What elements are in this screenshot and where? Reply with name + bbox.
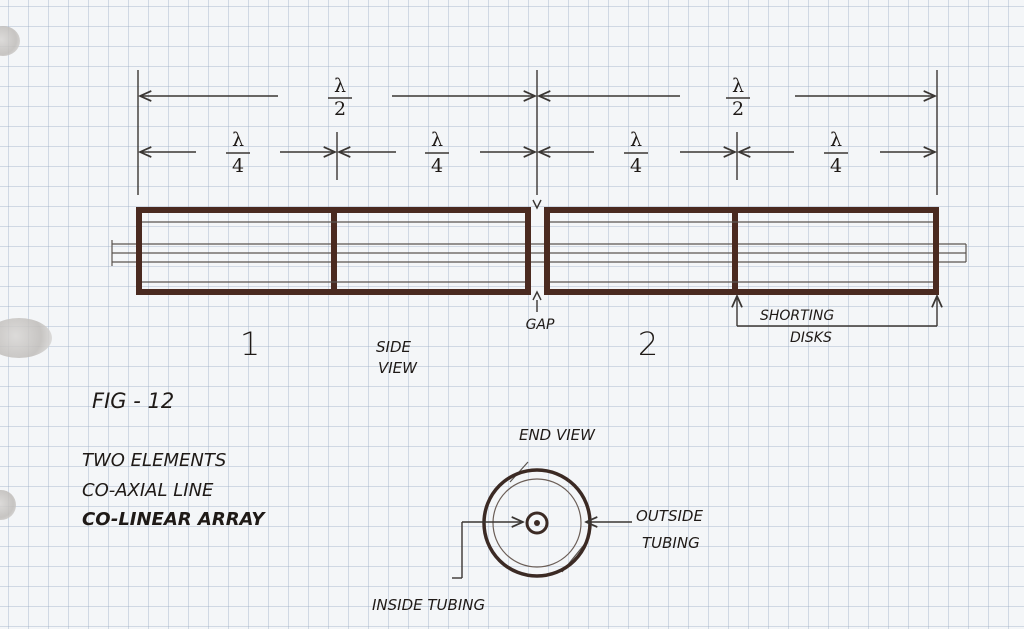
title-line-2: CO-AXIAL LINE	[82, 480, 214, 501]
shorting-disks-bracket	[737, 296, 937, 327]
svg-text:4: 4	[630, 155, 642, 177]
element-1-label: 1	[240, 325, 260, 363]
quarter-wave-label-3: λ 4	[624, 129, 648, 177]
title-line-1: TWO ELEMENTS	[82, 450, 226, 471]
element-1-tube	[136, 207, 531, 295]
side-view-label-line-1: SIDE	[376, 338, 411, 356]
svg-text:λ: λ	[732, 75, 744, 97]
svg-text:λ: λ	[334, 75, 346, 97]
half-wave-label-1: λ 2	[328, 75, 352, 120]
quarter-wave-label-1: λ 4	[226, 129, 250, 177]
title-line-3: CO-LINEAR ARRAY	[82, 509, 266, 530]
quarter-wave-label-2: λ 4	[425, 129, 449, 177]
svg-text:λ: λ	[630, 129, 642, 151]
shorting-disks-label-line-2: DISKS	[790, 330, 832, 346]
half-wave-label-2: λ 2	[726, 75, 750, 120]
outside-tubing-label-line-1: OUTSIDE	[636, 507, 703, 525]
end-view-label: END VIEW	[519, 426, 596, 444]
outside-tubing-label-line-2: TUBING	[642, 534, 700, 552]
gap-label: GAP	[526, 317, 555, 333]
punch-hole-middle	[0, 318, 52, 358]
inside-tubing-label: INSIDE TUBING	[372, 596, 485, 614]
svg-text:2: 2	[732, 98, 744, 120]
svg-text:λ: λ	[431, 129, 443, 151]
svg-text:4: 4	[431, 155, 443, 177]
element-2-tube	[544, 207, 939, 295]
svg-text:λ: λ	[232, 129, 244, 151]
dimension-extension-lines	[137, 70, 938, 195]
side-view-label-line-2: VIEW	[378, 359, 418, 377]
punch-hole-bottom	[0, 490, 16, 520]
gap-marker	[532, 199, 542, 312]
punch-hole-top	[0, 26, 20, 56]
shorting-disks-label-line-1: SHORTING	[760, 308, 834, 324]
svg-text:4: 4	[830, 155, 842, 177]
svg-text:2: 2	[334, 98, 346, 120]
svg-text:4: 4	[232, 155, 244, 177]
figure-number: FIG - 12	[92, 389, 174, 413]
quarter-wave-label-4: λ 4	[824, 129, 848, 177]
svg-text:λ: λ	[830, 129, 842, 151]
end-view-cross-section	[452, 461, 632, 579]
inner-conductor	[111, 240, 967, 266]
element-2-label: 2	[638, 325, 658, 363]
